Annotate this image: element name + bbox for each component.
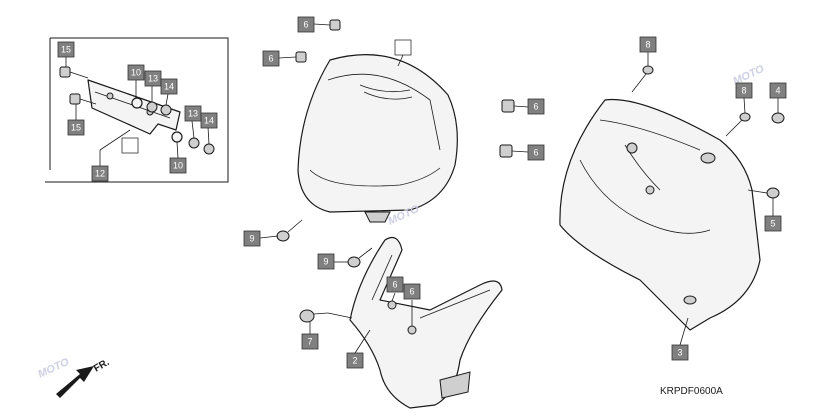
- svg-text:5: 5: [770, 219, 775, 229]
- svg-text:8: 8: [741, 86, 746, 96]
- svg-text:13: 13: [188, 109, 198, 119]
- svg-text:6: 6: [533, 148, 538, 158]
- callout-6: 6: [527, 144, 545, 161]
- callout-8: 8: [639, 36, 657, 53]
- callout-14: 14: [160, 78, 178, 95]
- svg-text:12: 12: [95, 169, 105, 179]
- svg-text:9: 9: [249, 234, 254, 244]
- callout-12: 12: [91, 165, 109, 182]
- svg-text:6: 6: [303, 20, 308, 30]
- clips: [278, 19, 529, 158]
- svg-text:14: 14: [164, 82, 174, 92]
- svg-text:6: 6: [392, 280, 397, 290]
- blank-callout: [394, 39, 412, 56]
- svg-text:15: 15: [71, 123, 81, 133]
- callout-9: 9: [317, 253, 335, 270]
- screws-9: [259, 219, 373, 268]
- direction-label: FR.: [92, 357, 112, 375]
- svg-text:4: 4: [775, 86, 780, 96]
- svg-text:15: 15: [61, 45, 71, 55]
- svg-text:9: 9: [323, 257, 328, 267]
- callout-10: 10: [169, 157, 187, 174]
- callout-6: 6: [386, 276, 404, 293]
- callout-15: 15: [67, 119, 85, 136]
- callout-6: 6: [403, 283, 421, 300]
- svg-text:10: 10: [131, 68, 141, 78]
- callout-6: 6: [527, 98, 545, 115]
- callout-8: 8: [735, 82, 753, 99]
- svg-text:13: 13: [148, 74, 158, 84]
- callout-5: 5: [764, 215, 782, 232]
- rear-inner-cover: [559, 52, 785, 346]
- bracket-inset: [45, 37, 229, 183]
- callout-6: 6: [297, 16, 315, 33]
- blank-callout: [121, 137, 139, 154]
- callout-2: 2: [346, 352, 364, 369]
- svg-text:6: 6: [409, 287, 414, 297]
- front-cover: [297, 39, 458, 223]
- svg-text:3: 3: [677, 348, 682, 358]
- svg-text:7: 7: [307, 337, 312, 347]
- svg-text:2: 2: [352, 356, 357, 366]
- svg-text:6: 6: [533, 102, 538, 112]
- diagram-code: KRPDF0600A: [660, 386, 723, 397]
- callout-13: 13: [184, 105, 202, 122]
- callout-10: 10: [127, 64, 145, 81]
- svg-text:10: 10: [173, 161, 183, 171]
- callout-7: 7: [301, 333, 319, 350]
- callout-15: 15: [57, 41, 75, 58]
- callout-6: 6: [262, 50, 280, 67]
- callout-4: 4: [769, 82, 787, 99]
- callouts: 15 15 10 13 14 13 14 10 12 6 6 9 9 6 6 6…: [57, 16, 787, 369]
- svg-text:14: 14: [204, 116, 214, 126]
- svg-text:6: 6: [268, 54, 273, 64]
- svg-text:8: 8: [645, 40, 650, 50]
- callout-13: 13: [144, 70, 162, 87]
- callout-14: 14: [200, 112, 218, 129]
- watermark-text: MOTO: [36, 356, 71, 381]
- callout-3: 3: [671, 344, 689, 361]
- callout-9: 9: [243, 230, 261, 247]
